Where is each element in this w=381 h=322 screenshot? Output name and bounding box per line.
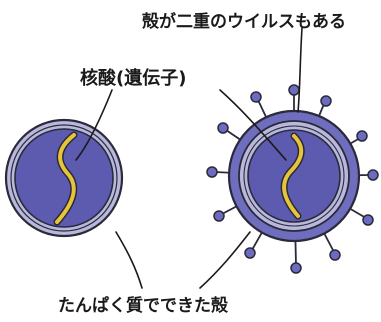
protein-capsid-label: たんぱく質でできた殻 [58, 291, 228, 316]
leader-line-capsid-left [116, 232, 142, 288]
spike-knob [368, 170, 378, 180]
spike-knob [207, 167, 217, 177]
leader-line-double-capsid [298, 28, 302, 112]
spike-knob [357, 131, 367, 141]
spike-knob [330, 250, 340, 260]
spike-knob [214, 211, 224, 221]
spike-knob [363, 215, 373, 225]
double-capsid-label: 殻が二重のウイルスもある [142, 7, 346, 32]
nucleic-acid-label: 核酸(遺伝子) [80, 64, 186, 90]
spike-knob [218, 123, 228, 133]
leader-line-capsid-right [200, 232, 250, 288]
spike-knob [291, 263, 301, 273]
enveloped-virus [207, 85, 378, 273]
simple-virus [6, 120, 122, 236]
spike-knob [251, 92, 261, 102]
spike-knob [321, 96, 331, 106]
spike-knob [245, 248, 255, 258]
spike-knob [289, 85, 299, 95]
